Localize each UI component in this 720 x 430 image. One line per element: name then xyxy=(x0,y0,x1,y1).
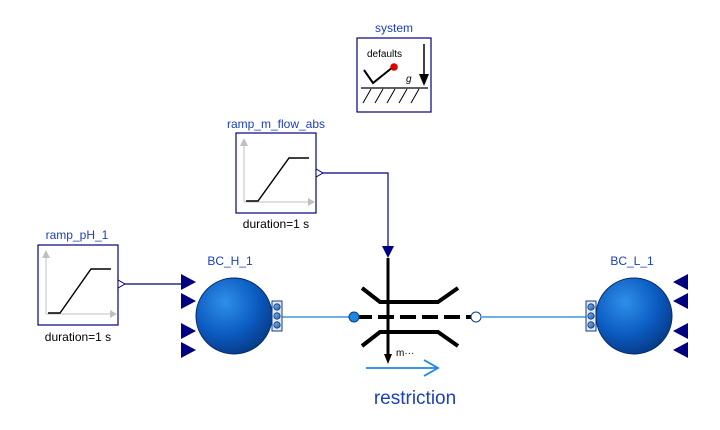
connection-m-flow-to-restriction[interactable] xyxy=(320,172,389,247)
restriction-port-a[interactable] xyxy=(348,311,360,323)
ramp-plot-icon xyxy=(42,250,117,318)
system-defaults-label: defaults xyxy=(367,49,402,60)
restriction-label: restriction xyxy=(374,388,456,409)
checkmark-icon xyxy=(363,63,398,85)
bc-h-1-fluid-port[interactable] xyxy=(271,300,283,332)
gravity-dot-icon xyxy=(390,63,398,71)
bc-h-1-label: BC_H_1 xyxy=(207,254,253,268)
ground-hatch-icon xyxy=(361,87,428,104)
bc-h-1-input-ports[interactable] xyxy=(181,274,196,358)
ramp-m-flow-abs-param: duration=1 s xyxy=(243,217,309,231)
restriction-port-b[interactable] xyxy=(470,311,482,323)
restriction-block[interactable]: m··· restriction xyxy=(348,246,482,409)
ramp-m-flow-abs-block[interactable]: ramp_m_flow_abs duration=1 s xyxy=(227,117,325,231)
bc-h-1-sphere xyxy=(195,277,273,355)
gravity-arrow-icon xyxy=(419,44,429,86)
bc-h-1-block[interactable]: BC_H_1 xyxy=(181,254,283,358)
ramp-ph-1-output-port[interactable] xyxy=(117,279,127,289)
system-block[interactable]: system defaults g xyxy=(356,21,432,113)
bc-l-1-block[interactable]: BC_L_1 xyxy=(585,254,688,358)
ramp-m-flow-abs-label: ramp_m_flow_abs xyxy=(227,117,325,131)
ramp-m-flow-abs-output-port[interactable] xyxy=(315,168,325,178)
restriction-body-icon xyxy=(356,258,476,364)
ramp-ph-1-label: ramp_pH_1 xyxy=(46,228,109,242)
bc-l-1-input-ports[interactable] xyxy=(673,274,688,358)
ramp-ph-1-param: duration=1 s xyxy=(45,330,111,344)
system-label: system xyxy=(375,21,413,35)
ramp-ph-1-block[interactable]: ramp_pH_1 duration=1 s xyxy=(37,228,127,344)
gravity-g-label: g xyxy=(406,74,412,85)
bc-l-1-fluid-port[interactable] xyxy=(585,300,597,332)
restriction-input-port[interactable] xyxy=(382,246,394,258)
flow-direction-arrow-icon xyxy=(366,359,440,377)
bc-l-1-sphere xyxy=(595,277,673,355)
bc-l-1-label: BC_L_1 xyxy=(610,254,654,268)
restriction-flow-label: m··· xyxy=(396,348,414,359)
ramp-plot-icon xyxy=(240,138,315,206)
